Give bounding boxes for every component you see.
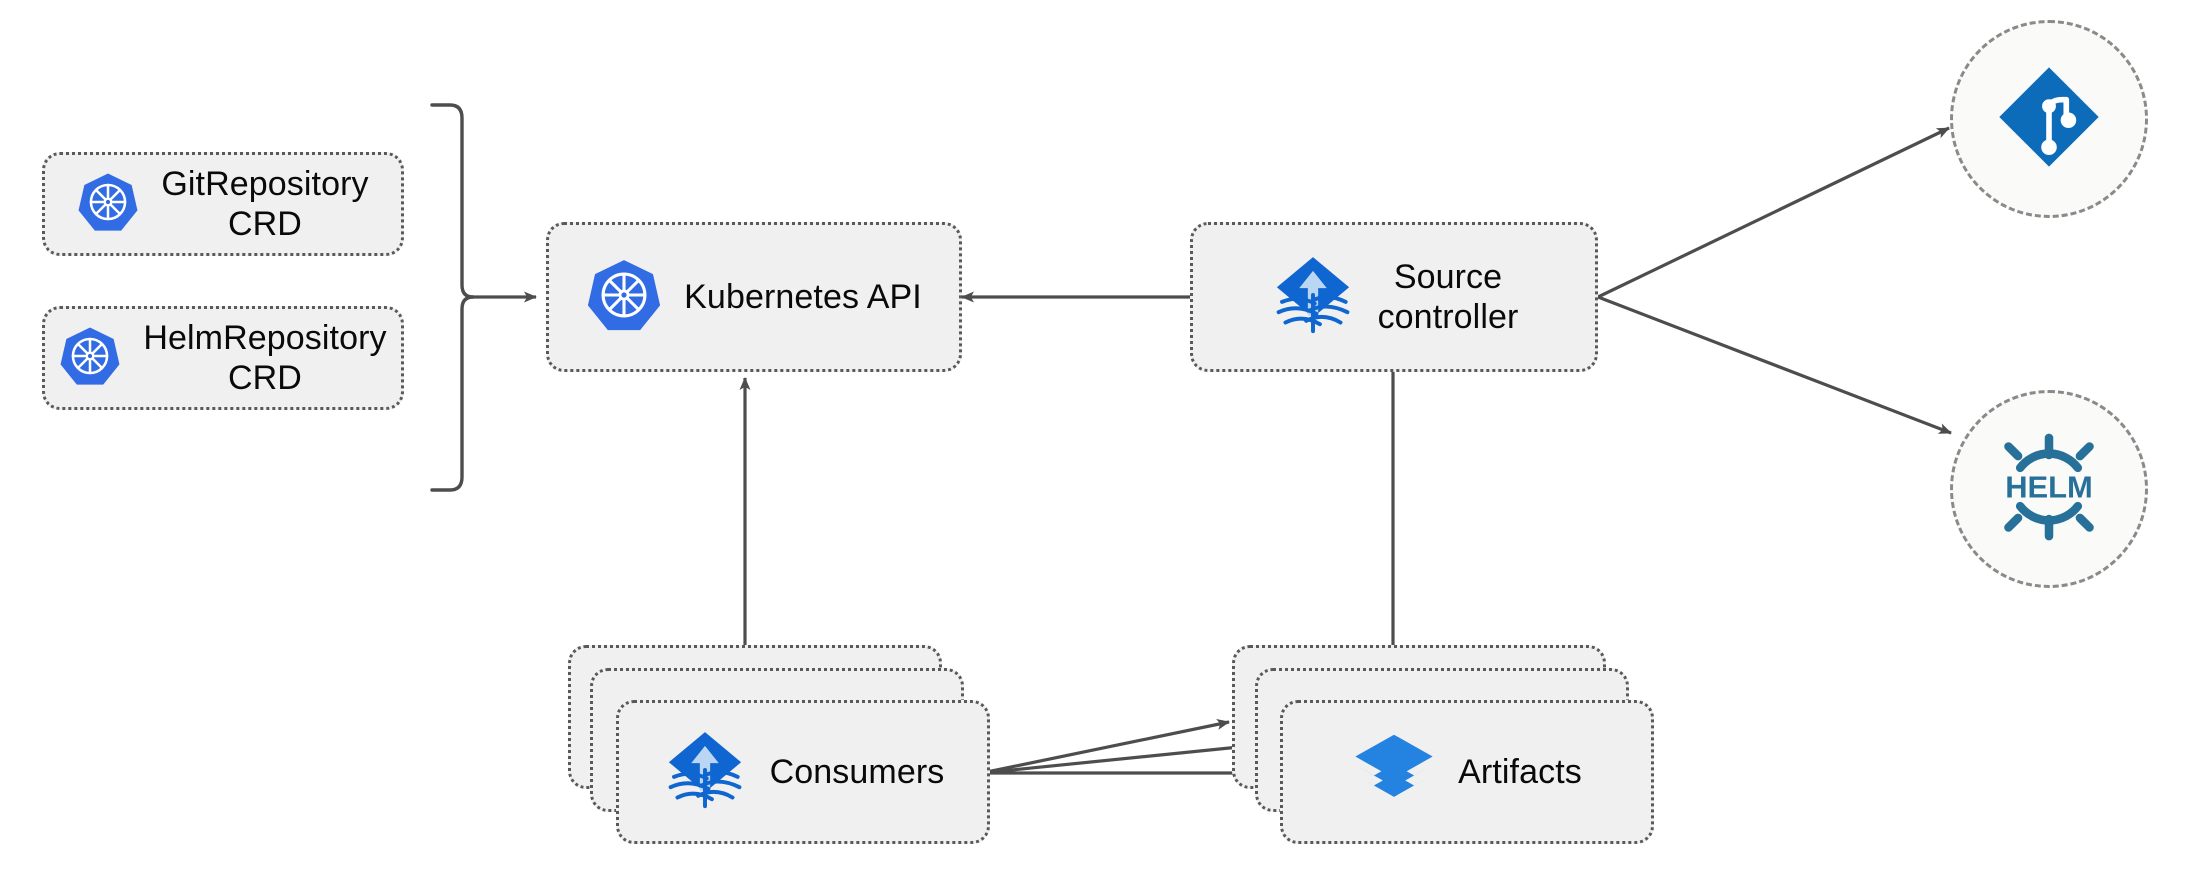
edge-source-controller-to-helm-source (1597, 295, 1952, 435)
node-git-repository-crd[interactable]: GitRepository CRD (42, 152, 404, 256)
node-kubernetes-api[interactable]: Kubernetes API (546, 222, 962, 372)
node-helm-source[interactable]: HELM (1950, 390, 2148, 588)
kubernetes-icon (77, 171, 139, 238)
node-label: Consumers (769, 752, 945, 791)
flux-icon (1270, 252, 1356, 343)
node-source-controller[interactable]: Source controller (1190, 222, 1598, 372)
node-git-source[interactable] (1950, 20, 2148, 218)
node-artifacts[interactable]: Artifacts (1280, 700, 1654, 844)
node-consumers[interactable]: Consumers (616, 700, 990, 844)
helm-wordmark: HELM (2005, 469, 2093, 504)
edge-consumers-to-artifacts-back (981, 719, 1230, 775)
node-label: Source controller (1377, 257, 1519, 336)
kubernetes-icon (59, 325, 121, 392)
layers-icon (1352, 728, 1436, 817)
edge-consumers-to-artifacts-middle (981, 740, 1260, 775)
node-label: HelmRepository CRD (143, 318, 387, 397)
flux-icon (662, 727, 748, 818)
node-helm-repository-crd[interactable]: HelmRepository CRD (42, 306, 404, 410)
node-label: Kubernetes API (684, 277, 922, 316)
helm-icon: HELM (1985, 423, 2113, 556)
crd-group-bracket (430, 103, 475, 492)
edge-source-controller-to-git-source (1597, 126, 1950, 299)
kubernetes-icon (586, 257, 662, 338)
node-label: Artifacts (1458, 752, 1582, 791)
node-label: GitRepository CRD (161, 164, 369, 243)
git-icon (1995, 63, 2103, 176)
